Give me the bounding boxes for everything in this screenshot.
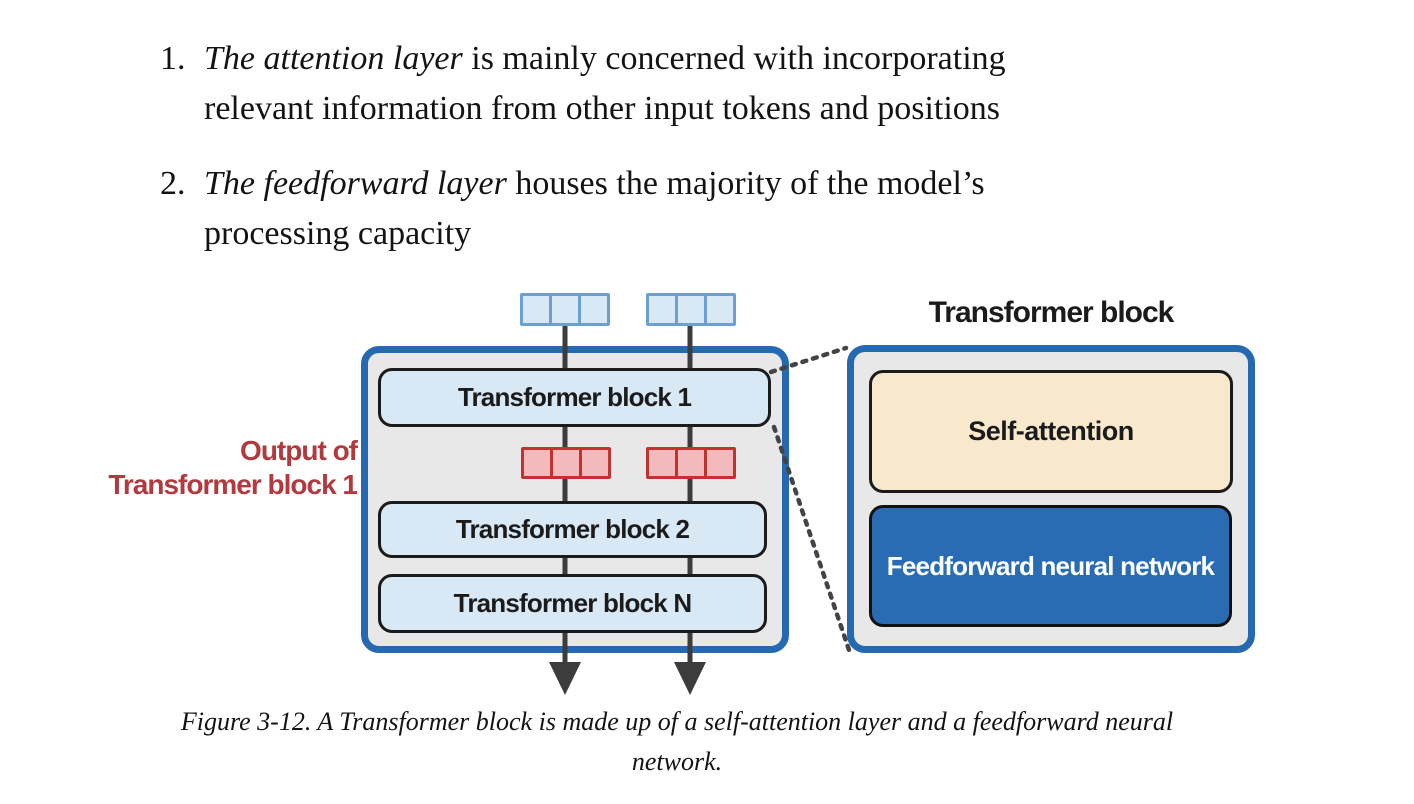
list-item-text: The feedforward layer houses the majorit… xyxy=(204,159,1194,259)
list-item-line: processing capacity xyxy=(204,215,472,252)
token-cell xyxy=(550,447,582,479)
emphasized-term: The attention layer xyxy=(204,40,463,77)
token-cell xyxy=(579,447,611,479)
numbered-list: 1. The attention layer is mainly concern… xyxy=(160,34,1194,259)
block-label: Transformer block N xyxy=(453,588,692,618)
output-arrow-down-icon xyxy=(549,662,581,695)
list-item-line: The attention layer is mainly concerned … xyxy=(204,34,1194,84)
output-arrow-down-icon xyxy=(674,662,706,695)
list-item-line-rest: is mainly concerned with incorporating xyxy=(462,40,1006,77)
layer-label: Feedforward neural network xyxy=(886,550,1215,581)
list-item-line: The feedforward layer houses the majorit… xyxy=(204,159,1194,209)
output-annotation: Output of Transformer block 1 xyxy=(60,434,358,502)
output-annotation-line: Transformer block 1 xyxy=(108,469,358,500)
detail-box-title: Transformer block xyxy=(928,296,1175,329)
list-item-number: 1. xyxy=(160,40,186,77)
figure-caption-line: Figure 3-12. A Transformer block is made… xyxy=(180,707,1174,736)
token-cell xyxy=(646,447,678,479)
token-cell xyxy=(704,293,736,326)
emphasized-term: The feedforward layer xyxy=(204,165,507,202)
list-item-feedforward: 2. The feedforward layer houses the majo… xyxy=(160,159,1194,259)
figure-caption-line: network. xyxy=(631,747,723,776)
list-item-text: The attention layer is mainly concerned … xyxy=(204,34,1194,134)
token-cell xyxy=(675,447,707,479)
token-cell xyxy=(578,293,610,326)
figure-caption: Figure 3-12. A Transformer block is made… xyxy=(0,702,1354,782)
block-label: Transformer block 1 xyxy=(457,382,692,412)
hidden-token-strip-1 xyxy=(521,447,611,479)
list-item-number: 2. xyxy=(160,165,186,202)
token-cell xyxy=(704,447,736,479)
list-item-line-rest: houses the majority of the model’s xyxy=(506,165,985,202)
input-token-strip-2 xyxy=(646,293,736,326)
self-attention-layer-box: Self-attention xyxy=(869,370,1233,493)
block-label: Transformer block 2 xyxy=(455,514,690,544)
transformer-block-n: Transformer block N xyxy=(378,574,767,633)
input-token-strip-1 xyxy=(520,293,610,326)
transformer-block-1: Transformer block 1 xyxy=(378,368,771,427)
token-cell xyxy=(521,447,553,479)
hidden-token-strip-2 xyxy=(646,447,736,479)
transformer-block-2: Transformer block 2 xyxy=(378,501,767,558)
list-item-line: relevant information from other input to… xyxy=(204,90,1001,127)
token-cell xyxy=(646,293,678,326)
token-cell xyxy=(549,293,581,326)
feedforward-layer-box: Feedforward neural network xyxy=(869,505,1232,627)
list-item-attention: 1. The attention layer is mainly concern… xyxy=(160,34,1194,134)
output-annotation-line: Output of xyxy=(240,435,358,466)
token-cell xyxy=(675,293,707,326)
token-cell xyxy=(520,293,552,326)
layer-label: Self-attention xyxy=(968,416,1134,446)
